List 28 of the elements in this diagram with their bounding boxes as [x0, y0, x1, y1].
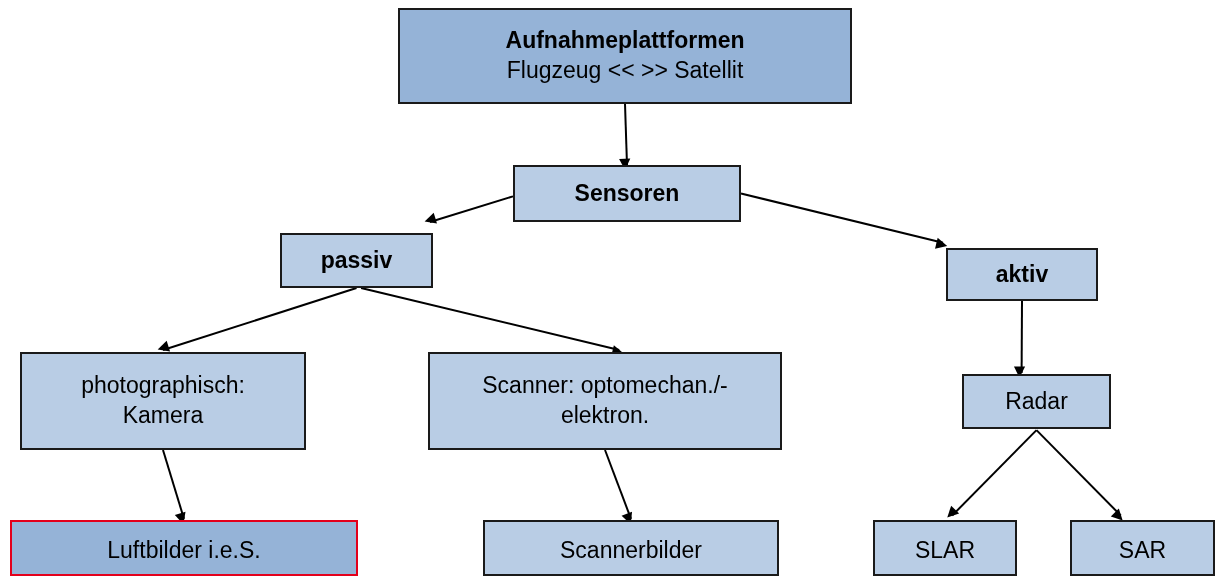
box-label: Sensoren	[574, 178, 680, 208]
process-box	[20, 352, 306, 450]
box-label: Radar	[1005, 386, 1068, 416]
box-label: Scannerbilder	[560, 536, 702, 565]
box-label: Luftbilder i.e.S.	[107, 536, 261, 565]
category-box	[513, 165, 741, 222]
highlighted-result-box	[10, 520, 358, 576]
box-heading: Aufnahmeplattformen	[505, 26, 745, 56]
arrow	[424, 195, 514, 224]
platform-box	[398, 8, 852, 104]
box-label: aktiv	[995, 259, 1049, 289]
box-label: passiv	[320, 245, 393, 275]
process-box	[873, 520, 1017, 576]
box-label: photographisch: Kamera	[80, 371, 246, 430]
box-label: Scanner: optomechan./-elektron.	[481, 371, 729, 430]
process-box	[428, 352, 782, 450]
category-box	[280, 233, 433, 288]
box-label: Flugzeug << >> Satellit	[506, 56, 744, 85]
process-box	[483, 520, 779, 576]
arrow	[157, 287, 358, 352]
box-label: SLAR	[914, 536, 976, 565]
box-label: SAR	[1118, 536, 1167, 565]
arrow	[1035, 429, 1123, 521]
category-box	[946, 248, 1098, 301]
arrow	[740, 192, 948, 249]
arrow	[947, 429, 1038, 518]
process-box	[1070, 520, 1215, 576]
process-box	[962, 374, 1111, 429]
